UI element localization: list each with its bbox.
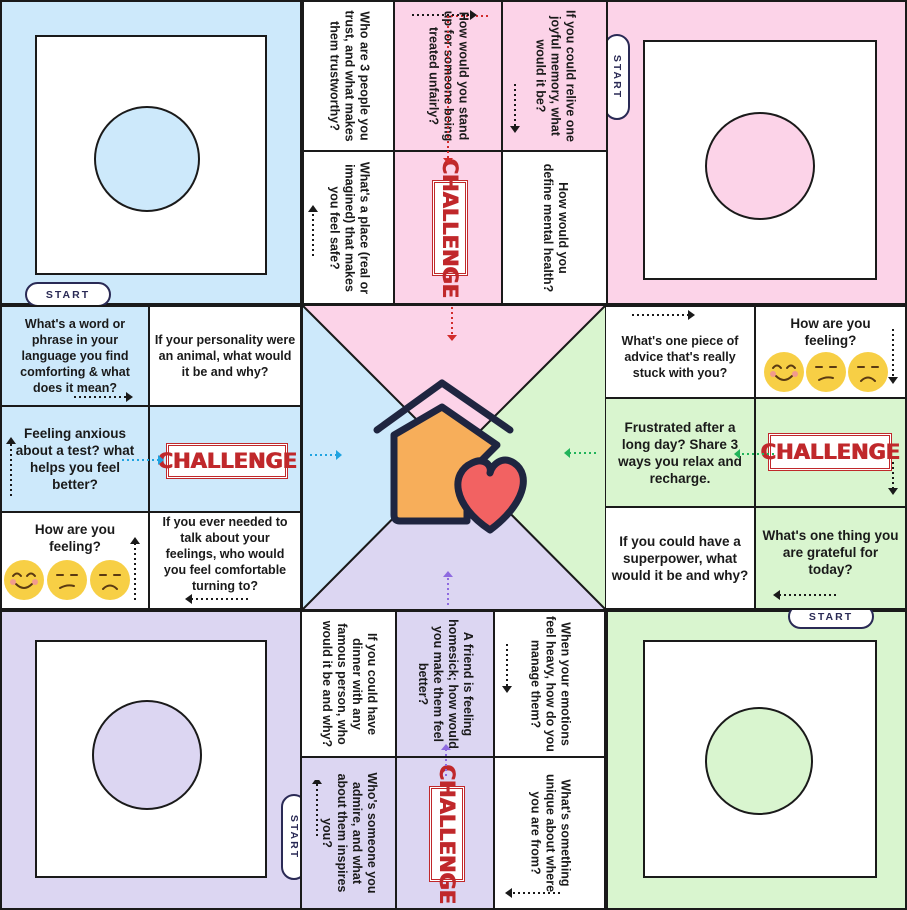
arrow-black-right-column — [888, 329, 898, 384]
arrow-black-bottom-base — [505, 888, 560, 898]
start-label-blue: START — [25, 282, 111, 307]
confused-face-icon[interactable] — [47, 560, 87, 600]
bottom-cell-unique-origin[interactable]: What's something unique about where you … — [493, 756, 606, 910]
home-circle-blue[interactable] — [94, 106, 200, 212]
top-cell-challenge[interactable]: CHALLENGE — [393, 150, 503, 305]
challenge-stamp-right: CHALLENGE — [760, 433, 900, 471]
arrow-black-bottom-left — [312, 780, 322, 836]
arrow-black-top-safe — [308, 205, 318, 256]
arrow-black-left-top — [74, 392, 133, 402]
home-circle-purple[interactable] — [92, 700, 202, 810]
challenge-stamp-bottom: CHALLENGE — [429, 764, 465, 904]
happy-face-icon[interactable] — [764, 352, 804, 392]
happy-face-icon[interactable] — [4, 560, 44, 600]
top-cell-mental-health[interactable]: How would you define mental health? — [501, 150, 608, 305]
left-cell-anxious-test[interactable]: Feeling anxious about a test? what helps… — [0, 405, 150, 513]
bottom-cell-dinner[interactable]: If you could have dinner with any famous… — [300, 610, 397, 758]
home-base-green — [606, 610, 907, 910]
center-triangle-left — [302, 305, 456, 610]
arrow-black-bottom-right — [502, 644, 512, 693]
home-base-purple — [0, 610, 302, 910]
left-cell-personality-animal[interactable]: If your personality were an animal, what… — [148, 305, 302, 407]
right-cell-superpower[interactable]: If you could have a superpower, what wou… — [604, 506, 756, 610]
right-cell-challenge[interactable]: CHALLENGE — [754, 397, 907, 508]
arrow-blue-row — [122, 455, 164, 465]
arrow-black-top-left — [412, 10, 477, 20]
confused-face-icon[interactable] — [806, 352, 846, 392]
left-cell-talk-feelings[interactable]: If you ever needed to talk about your fe… — [148, 511, 302, 610]
arrow-green-row — [734, 449, 774, 459]
challenge-stamp-left: CHALLENGE — [157, 443, 297, 479]
left-cell-comforting-word[interactable]: What's a word or phrase in your language… — [0, 305, 150, 407]
bottom-cell-challenge[interactable]: CHALLENGE — [395, 756, 495, 910]
arrow-black-top-right — [510, 84, 520, 133]
home-base-pink — [606, 0, 907, 305]
arrow-black-left-bottom — [130, 537, 140, 600]
arrow-black-right-bottom — [773, 590, 836, 600]
house-heart-icon — [373, 379, 527, 534]
arrow-pink-column — [443, 15, 488, 164]
left-cell-challenge[interactable]: CHALLENGE — [148, 405, 302, 513]
right-cell-advice[interactable]: What's one piece of advice that's really… — [604, 305, 756, 399]
top-cell-trust[interactable]: Who are 3 people you trust, and what mak… — [302, 0, 395, 152]
bottom-cell-homesick[interactable]: A friend is feeling homesick; how would … — [395, 610, 495, 758]
arrow-purple-column — [441, 744, 451, 776]
sad-face-icon[interactable] — [90, 560, 130, 600]
arrow-black-left-column — [6, 437, 16, 496]
sad-face-icon[interactable] — [848, 352, 888, 392]
challenge-stamp-top: CHALLENGE — [432, 158, 468, 298]
arrow-black-right-top — [632, 310, 695, 320]
home-circle-pink[interactable] — [705, 112, 815, 220]
center-finish-area — [302, 305, 606, 610]
arrow-black-right-challenge — [888, 462, 898, 495]
top-cell-safe-place[interactable]: What's a place (real or imagined) that m… — [302, 150, 395, 305]
home-circle-green[interactable] — [705, 707, 813, 815]
home-base-blue: START — [0, 0, 302, 307]
arrow-black-left-talk — [185, 594, 248, 604]
